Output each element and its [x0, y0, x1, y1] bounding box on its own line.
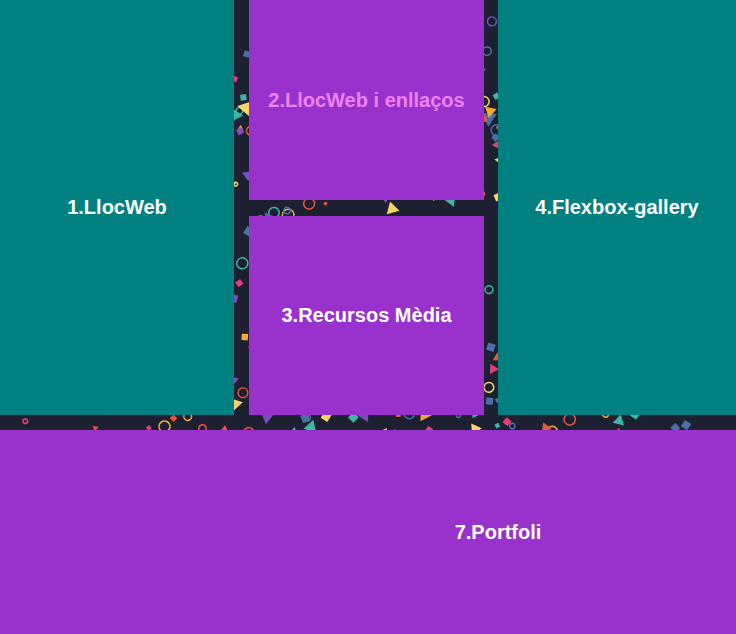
pattern-shape [241, 334, 248, 341]
pattern-shape [283, 206, 292, 215]
pattern-shape [485, 286, 493, 294]
pattern-shape [484, 382, 494, 392]
pattern-shape [170, 414, 177, 421]
tile-box: 2.LlocWeb i enllaços [249, 0, 484, 200]
tile-label: 7.Portfoli [455, 521, 542, 544]
pattern-shape [503, 417, 512, 426]
pattern-shape [235, 279, 243, 287]
pattern-shape [486, 397, 494, 405]
pattern-shape [681, 420, 691, 430]
tile-box: 4.Flexbox-gallery [498, 0, 736, 415]
pattern-shape [240, 94, 247, 101]
tile-box: 7.Portfoli [0, 430, 736, 634]
tile-label: 1.LlocWeb [67, 196, 167, 219]
tile-label: 4.Flexbox-gallery [535, 196, 698, 219]
pattern-shape [486, 342, 496, 352]
tile-box: 1.LlocWeb [0, 0, 234, 415]
pattern-shape [486, 16, 498, 28]
tile-box: 3.Recursos Mèdia [249, 216, 484, 415]
pattern-shape [509, 423, 515, 429]
pattern-shape [236, 127, 244, 135]
pattern-shape [494, 423, 500, 429]
pattern-shape [237, 387, 248, 398]
pattern-shape [23, 419, 28, 424]
tile-label: 3.Recursos Mèdia [281, 304, 451, 327]
tile-label: 2.LlocWeb i enllaços [268, 89, 464, 112]
pattern-shape [486, 364, 499, 377]
pattern-shape [236, 257, 249, 270]
pattern-shape [323, 201, 327, 205]
